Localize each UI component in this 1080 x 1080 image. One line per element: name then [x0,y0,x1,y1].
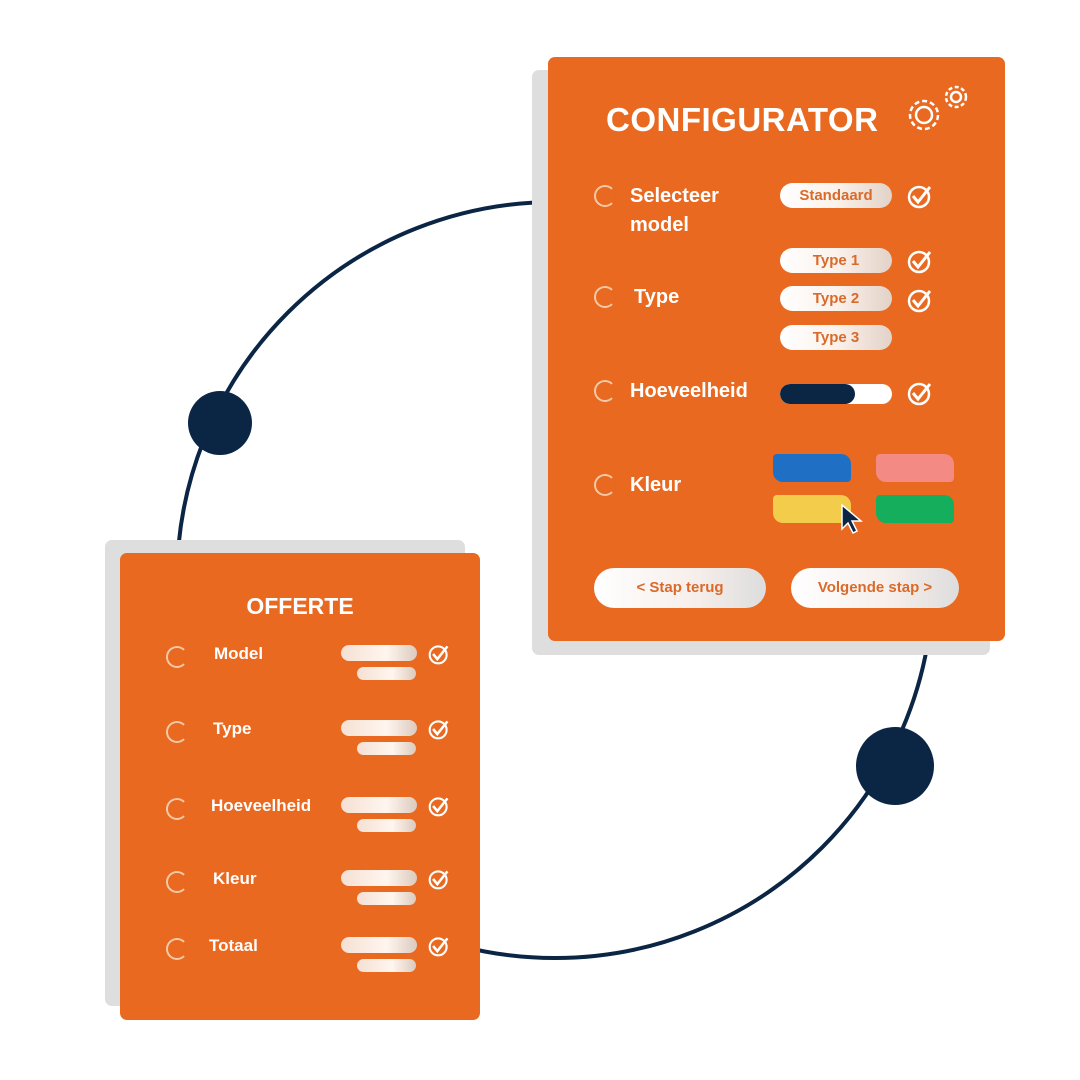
check-icon [428,797,449,817]
row-label-type: Type [634,286,680,308]
summary-value-bar [341,870,417,886]
check-icon [428,870,449,890]
option-standaard[interactable]: Standaard [780,183,892,208]
step-indicator [166,798,188,820]
offerte-panel: OFFERTE Model Type Hoeveelheid Kleur Tot… [120,553,480,1020]
quantity-fill [780,384,856,404]
step-indicator [594,474,616,496]
step-indicator [594,286,616,308]
option-type-3[interactable]: Type 3 [780,325,892,350]
color-swatch-blue[interactable] [773,454,851,482]
check-icon [428,720,449,740]
check-icon [907,185,932,209]
summary-value-bar [357,819,416,832]
step-indicator [594,380,616,402]
summary-value-bar [357,667,416,680]
next-button[interactable]: Volgende stap > [791,568,959,608]
option-type-1[interactable]: Type 1 [780,248,892,273]
summary-value-bar [357,742,416,755]
summary-value-bar [357,892,416,905]
step-indicator [166,938,188,960]
color-swatch-pink[interactable] [876,454,954,482]
mouse-cursor-icon [841,503,864,535]
summary-value-bar [357,959,416,972]
summary-value-bar [341,797,417,813]
check-icon [907,250,932,274]
option-type-2[interactable]: Type 2 [780,286,892,311]
cycle-node [188,391,252,455]
offerte-row-label: Type [213,719,252,738]
quantity-slider[interactable] [780,384,892,404]
check-icon [428,937,449,957]
step-indicator [594,185,616,207]
offerte-row-label: Hoeveelheid [211,796,312,815]
step-indicator [166,646,188,668]
configurator-title: CONFIGURATOR [606,101,879,138]
summary-value-bar [341,720,417,736]
back-button[interactable]: < Stap terug [594,568,766,608]
check-icon [907,289,932,313]
offerte-row-label: Model [214,644,264,663]
cycle-node [856,727,934,805]
offerte-row-label: Kleur [213,869,257,888]
row-label-hoeveelheid: Hoeveelheid [630,380,748,402]
check-icon [428,645,449,665]
step-indicator [166,721,188,743]
color-swatch-green[interactable] [876,495,954,523]
gears-icon [908,85,968,131]
offerte-title: OFFERTE [246,593,354,619]
offerte-row-label: Totaal [209,936,258,955]
check-icon [907,382,932,406]
row-label-kleur: Kleur [630,474,682,496]
summary-value-bar [341,937,417,953]
color-swatch-yellow[interactable] [773,495,851,523]
step-indicator [166,871,188,893]
summary-value-bar [341,645,417,661]
